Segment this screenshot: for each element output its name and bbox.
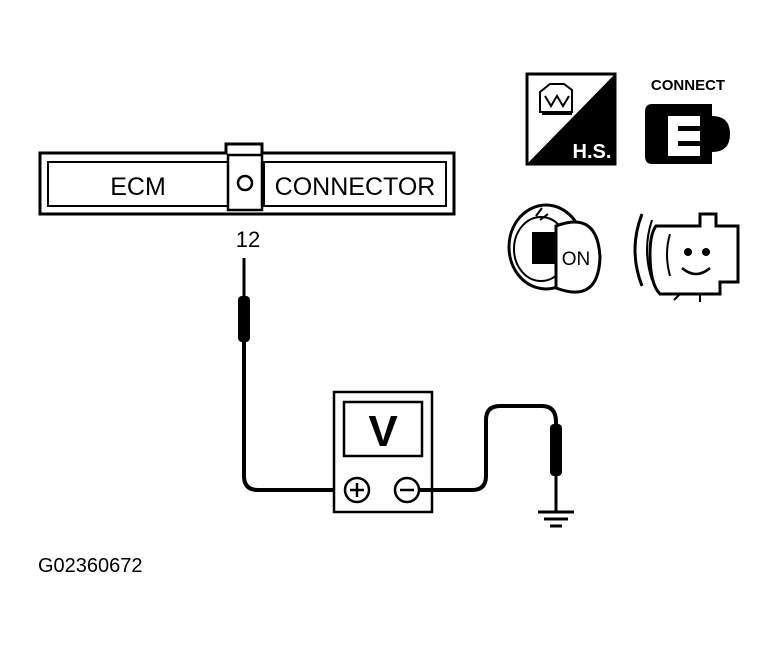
positive-wire (242, 475, 346, 492)
ecm-connector: ECM CONNECTOR (38, 142, 456, 216)
positive-terminal-icon (343, 476, 371, 504)
ecm-label: ECM (110, 173, 166, 201)
voltmeter-display: V (368, 407, 398, 456)
positive-probe (238, 258, 250, 478)
connect-icon: CONNECT (645, 77, 730, 164)
ignition-key-on-icon: ON (507, 203, 602, 294)
connect-label: CONNECT (651, 77, 725, 94)
key-on-label: ON (562, 249, 591, 270)
connector-label: CONNECTOR (275, 173, 436, 201)
hs-label: H.S. (573, 141, 612, 163)
ground-icon (538, 510, 574, 528)
negative-probe (419, 404, 562, 512)
terminal-pin (236, 174, 254, 192)
negative-terminal-icon (393, 476, 421, 504)
voltmeter: V (332, 390, 434, 514)
figure-id: G02360672 (38, 555, 143, 577)
engine-running-icon (633, 212, 740, 302)
terminal-number: 12 (236, 227, 260, 252)
hs-icon: H.S. (525, 72, 617, 166)
